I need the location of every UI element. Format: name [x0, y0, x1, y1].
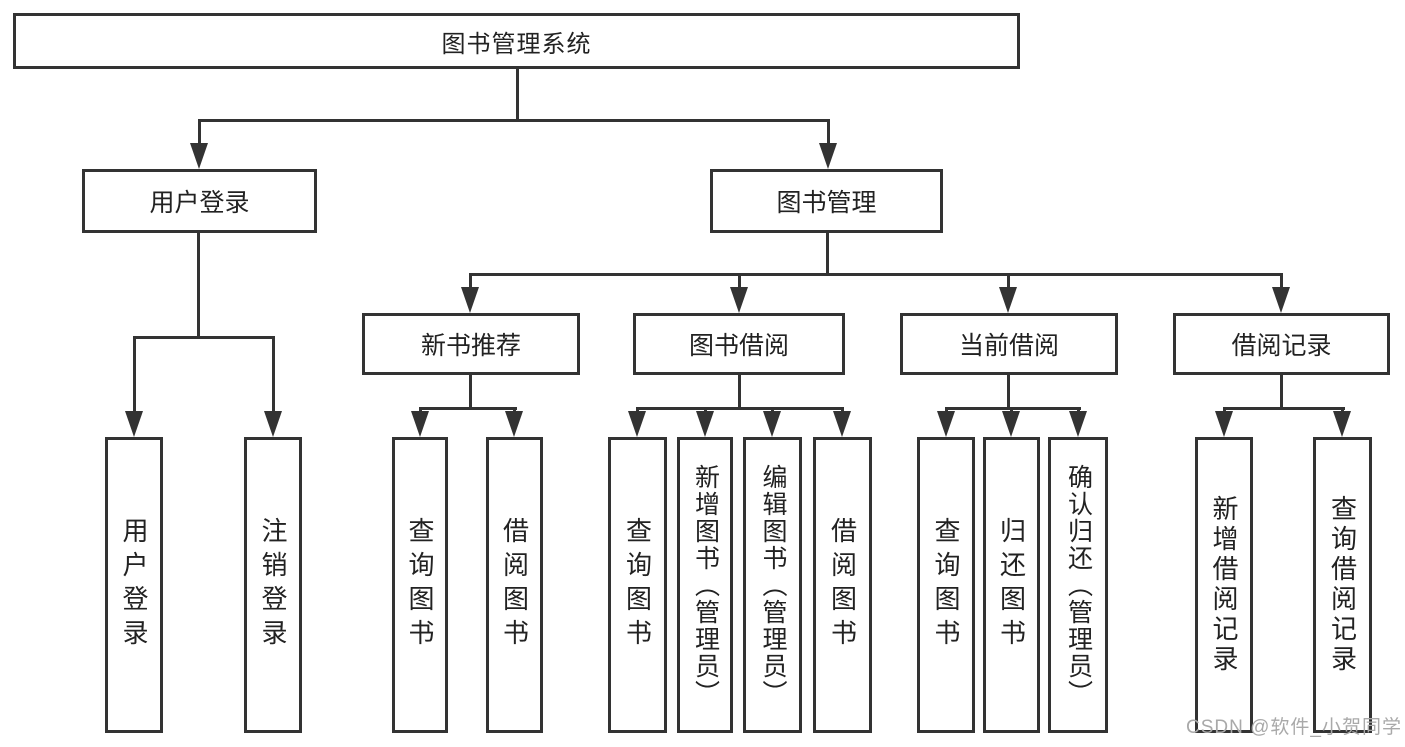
connector-line [945, 407, 1081, 410]
connector-line [738, 375, 741, 407]
arrow-down-icon [730, 287, 748, 313]
leaf-label: 查询图书 [931, 517, 961, 653]
connector-line [469, 375, 472, 407]
leaf-label: 借阅图书 [827, 517, 858, 653]
arrow-down-icon [264, 411, 282, 437]
leaf-query-books-current: 查询图书 [917, 437, 975, 733]
connector-line [419, 407, 517, 410]
leaf-query-borrow-record: 查询借阅记录 [1313, 437, 1372, 733]
connector-line [469, 273, 472, 289]
arrow-down-icon [696, 411, 714, 437]
arrow-down-icon [461, 287, 479, 313]
connector-line [197, 233, 200, 336]
connector-line [1007, 375, 1010, 407]
watermark: CSDN @软件_小贺同学 [1186, 717, 1402, 738]
connector-line [827, 119, 830, 145]
leaf-logout-login: 注销登录 [244, 437, 302, 733]
node-label: 图书借阅 [688, 332, 789, 360]
leaf-label: 注销登录 [258, 517, 288, 653]
leaf-label: 用户登录 [119, 517, 149, 653]
leaf-add-books-admin: 新增图书（管理员） [677, 437, 733, 733]
connector-line [198, 119, 201, 145]
node-library-system: 图书管理系统 [13, 13, 1020, 69]
node-borrow-records: 借阅记录 [1173, 313, 1390, 375]
node-label: 新书推荐 [420, 332, 521, 360]
connector-line [133, 336, 275, 339]
connector-line [1280, 273, 1283, 289]
node-book-borrowing: 图书借阅 [633, 313, 845, 375]
arrow-down-icon [505, 411, 523, 437]
arrow-down-icon [1002, 411, 1020, 437]
arrow-down-icon [1215, 411, 1233, 437]
node-label: 借阅记录 [1231, 332, 1332, 360]
arrow-down-icon [999, 287, 1017, 313]
arrow-down-icon [763, 411, 781, 437]
connector-line [826, 233, 829, 273]
connector-line [133, 336, 136, 413]
arrow-down-icon [1069, 411, 1087, 437]
connector-line [1223, 407, 1345, 410]
arrow-down-icon [1333, 411, 1351, 437]
connector-line [1280, 375, 1283, 407]
leaf-label: 归还图书 [996, 517, 1027, 653]
leaf-label: 编辑图书（管理员） [759, 463, 787, 707]
arrow-down-icon [125, 411, 143, 437]
leaf-label: 确认归还（管理员） [1064, 463, 1093, 707]
arrow-down-icon [1272, 287, 1290, 313]
node-new-book-recommend: 新书推荐 [362, 313, 580, 375]
node-label: 图书管理 [776, 189, 877, 217]
leaf-borrow-books-recommend: 借阅图书 [486, 437, 543, 733]
leaf-return-books: 归还图书 [983, 437, 1040, 733]
leaf-add-borrow-record: 新增借阅记录 [1195, 437, 1253, 733]
node-label: 当前借阅 [958, 332, 1059, 360]
leaf-borrow-books-borrowing: 借阅图书 [813, 437, 872, 733]
leaf-query-books-borrowing: 查询图书 [608, 437, 667, 733]
connector-line [198, 119, 830, 122]
connector-line [636, 407, 844, 410]
node-book-management: 图书管理 [710, 169, 943, 233]
leaf-label: 查询图书 [622, 517, 653, 653]
leaf-label: 新增借阅记录 [1209, 495, 1239, 675]
arrow-down-icon [833, 411, 851, 437]
node-user-login: 用户登录 [82, 169, 317, 233]
connector-line [738, 273, 741, 289]
leaf-label: 借阅图书 [499, 517, 530, 653]
connector-line [469, 273, 1283, 276]
leaf-label: 新增图书（管理员） [691, 463, 720, 707]
leaf-query-books-recommend: 查询图书 [392, 437, 448, 733]
leaf-label: 查询借阅记录 [1327, 495, 1358, 675]
connector-line [516, 69, 519, 119]
connector-line [272, 336, 275, 413]
arrow-down-icon [190, 143, 208, 169]
leaf-label: 查询图书 [405, 517, 435, 653]
leaf-user-login: 用户登录 [105, 437, 163, 733]
arrow-down-icon [628, 411, 646, 437]
node-label: 图书管理系统 [441, 30, 592, 58]
node-current-borrowing: 当前借阅 [900, 313, 1118, 375]
arrow-down-icon [411, 411, 429, 437]
connector-line [1007, 273, 1010, 289]
node-label: 用户登录 [149, 189, 250, 217]
leaf-confirm-return-admin: 确认归还（管理员） [1048, 437, 1108, 733]
arrow-down-icon [937, 411, 955, 437]
leaf-edit-books-admin: 编辑图书（管理员） [743, 437, 802, 733]
arrow-down-icon [819, 143, 837, 169]
